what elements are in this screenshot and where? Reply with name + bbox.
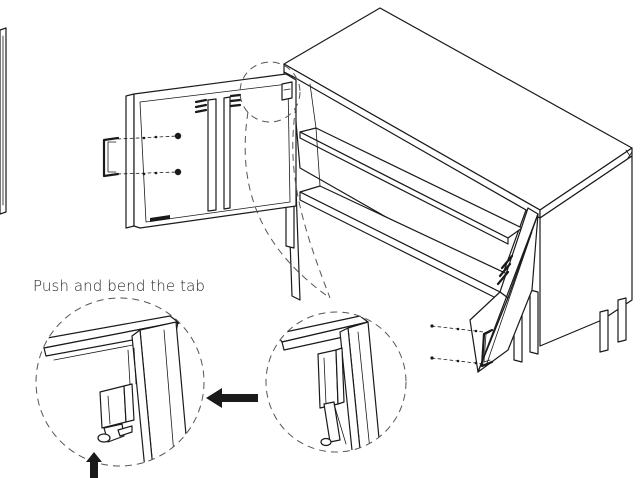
callout-indicator (239, 61, 331, 299)
left-door (102, 73, 297, 229)
screw-icon-left (117, 132, 182, 176)
instruction-caption: Push and bend the tab (33, 277, 205, 295)
right-door (430, 207, 539, 373)
screw-icon (430, 324, 485, 365)
left-edge-panel (0, 27, 7, 215)
push-arrow-up-icon (86, 452, 102, 478)
detail-circle-bent-tab (35, 297, 205, 467)
cabinet-body (283, 7, 633, 363)
push-arrow-left-icon (206, 388, 258, 408)
detail-circle-straight-tab (265, 311, 407, 453)
